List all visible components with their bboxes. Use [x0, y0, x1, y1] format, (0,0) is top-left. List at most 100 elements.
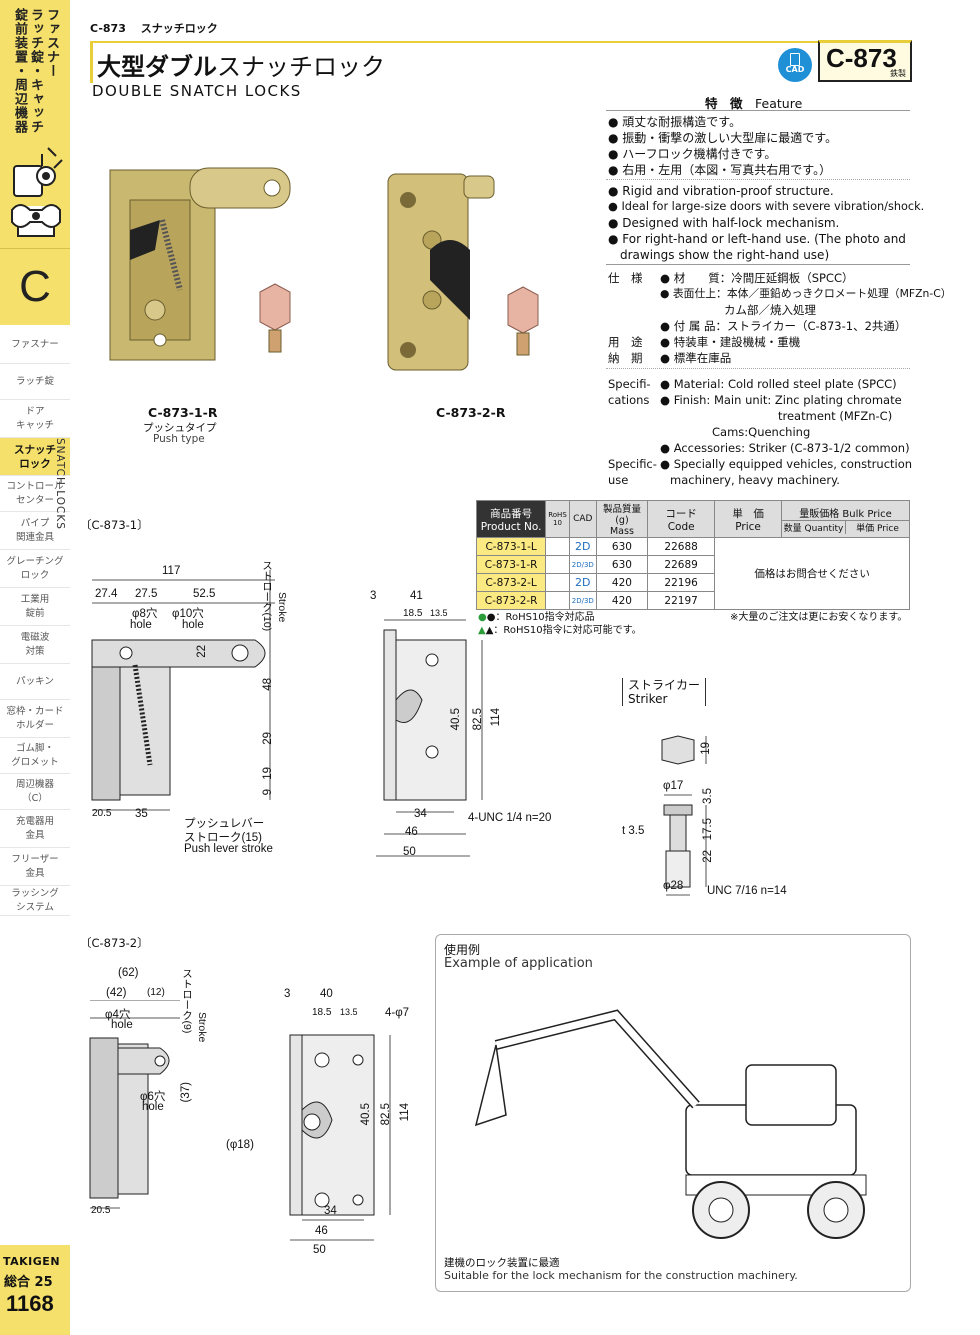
side-dim-13-5: 13.5 — [430, 608, 448, 618]
d2-stroke-9: ストローク(9) — [181, 968, 193, 1034]
bulk-note: ※大量のご注文は更にお安くなります。 — [730, 612, 908, 623]
d2-side-dim-114: 114 — [399, 1103, 411, 1122]
cell-product: C-873-1-R — [475, 555, 547, 574]
application-panel: 使用例 Example of application 建機のロック装置に最適 S… — [435, 934, 911, 1292]
striker-dim-3-5: 3.5 — [702, 788, 714, 804]
sidebar-item-0[interactable]: ファスナー — [0, 326, 70, 364]
sidebar-item-9[interactable]: パッキン — [0, 664, 70, 700]
use-label-jp: 用 途 — [608, 335, 643, 349]
spec-finish-jp: ● 表面仕上：本体／亜鉛めっきクロメート処理（MFZn-C） — [660, 287, 952, 300]
push-lever-jp: プッシュレバー — [184, 818, 265, 830]
push-lever-stroke-en: Push lever stroke — [184, 843, 273, 855]
feature-en-1: ● Rigid and vibration-proof structure. — [608, 184, 834, 198]
cell-rohs — [545, 573, 570, 592]
d2-dim-42: (42) — [106, 987, 127, 999]
feature-en-2: ● Ideal for large-size doors with severe… — [608, 200, 925, 213]
side-dim-18-5: 18.5 — [403, 608, 423, 619]
feature-jp-4: ● 右用・左用（本図・写真共右用です。） — [608, 163, 832, 177]
sidebar-item-label: ラッシング — [11, 887, 59, 899]
cell-code: 22688 — [647, 537, 716, 556]
title-bold: 大型ダブル — [97, 53, 217, 81]
sidebar-item-1[interactable]: ラッチ錠 — [0, 364, 70, 400]
page-number: 1168 — [6, 1291, 54, 1316]
sidebar-item-6[interactable]: グレーチングロック — [0, 550, 70, 588]
feature-heading-en: Feature — [755, 96, 803, 111]
spec-finish2-jp: カム部／焼入処理 — [724, 303, 816, 317]
category-title-2: ラッチ錠・キャッチ — [28, 8, 43, 134]
cell-rohs — [545, 537, 570, 556]
d2-dim-20-5: 20.5 — [91, 1205, 111, 1216]
side-dim-40-5: 40.5 — [450, 708, 462, 731]
sidebar-item-label: フリーザー — [11, 853, 59, 865]
feature-list-jp: ● 頑丈な耐振構造です。 ● 振動・衝撃の激しい大型扉に最適です。 ● ハーフロ… — [608, 114, 912, 178]
document-icon — [790, 53, 800, 66]
striker-dim-t3-5: t 3.5 — [622, 825, 645, 837]
sidebar-item-2[interactable]: ドアキャッチ — [0, 400, 70, 438]
sidebar-item-14[interactable]: フリーザー金具 — [0, 848, 70, 886]
cell-product: C-873-2-R — [475, 591, 547, 610]
spec-rule — [606, 264, 910, 265]
side-dim-41: 41 — [410, 590, 423, 602]
rohs-note-2: ▲▲：RoHS10指令に対応可能です。 — [478, 625, 642, 636]
sidebar-item-5[interactable]: パイプ関連金具 — [0, 512, 70, 550]
feature-rule — [606, 110, 910, 111]
cell-cad: 2D/3D — [568, 591, 597, 610]
sidebar-item-4[interactable]: コントロールセンター — [0, 476, 70, 512]
cell-mass: 630 — [595, 555, 649, 574]
sidebar-item-label: センター — [15, 494, 54, 506]
model-box: C-873 鉄製 — [818, 40, 912, 82]
spec-finish2-en: treatment (MFZn-C) — [778, 409, 893, 423]
cell-cad: 2D — [568, 573, 597, 592]
d2-side-holes: 4-φ7 — [385, 1007, 410, 1019]
sidebar-item-3[interactable]: スナッチロック — [0, 438, 70, 476]
striker-dim-phi28: φ28 — [663, 880, 684, 892]
spec-finish3-en: Cams:Quenching — [712, 425, 811, 439]
spec-finish-en: ● Finish: Main unit: Zinc plating chroma… — [660, 393, 902, 407]
application-heading-en: Example of application — [444, 956, 593, 971]
application-caption-en: Suitable for the lock mechanism for the … — [444, 1269, 798, 1282]
title-block: 大型ダブルスナッチロック — [90, 43, 820, 83]
section-letter: C — [0, 248, 70, 324]
sidebar-item-11[interactable]: ゴム脚・グロメット — [0, 738, 70, 774]
d2-side-dim-18-5: 18.5 — [312, 1007, 332, 1018]
sidebar-item-15[interactable]: ラッシングシステム — [0, 886, 70, 916]
photo1-code: C-873-1-R — [148, 405, 218, 420]
spec-divider — [606, 368, 910, 369]
sidebar-item-7[interactable]: 工業用錠前 — [0, 588, 70, 626]
use2-en: machinery, heavy machinery. — [670, 473, 840, 487]
sidebar-item-label: キャッチ — [15, 419, 54, 431]
feature-en-5: drawings show the right-hand use) — [620, 248, 830, 262]
title-rest: スナッチロック — [217, 53, 385, 81]
stroke-en: Stroke — [276, 592, 288, 623]
sidebar-item-10[interactable]: 窓枠・カードホルダー — [0, 700, 70, 738]
photo1-type-jp: プッシュタイプ — [143, 422, 217, 434]
side-dim-50: 50 — [403, 846, 416, 858]
sidebar-item-8[interactable]: 電磁波対策 — [0, 626, 70, 664]
sidebar-item-13[interactable]: 充電器用金具 — [0, 810, 70, 848]
catalog-label: 総合 25 — [4, 1275, 53, 1290]
d2-hole-4: φ4穴 — [105, 1009, 131, 1021]
striker-photo-1 — [259, 283, 291, 353]
product-photo-c873-1 — [109, 167, 291, 361]
d2-side-dim-50: 50 — [313, 1244, 326, 1256]
snatch-locks-vertical-label: SNATCH LOCKS — [54, 438, 66, 530]
title-english: DOUBLE SNATCH LOCKS — [92, 82, 302, 100]
drawing1-side — [376, 619, 483, 857]
breadcrumb-code: C-873 — [90, 22, 126, 35]
model-number: C-873 — [826, 43, 897, 73]
application-heading-jp: 使用例 — [444, 943, 481, 957]
drawing1-label: 〔C-873-1〕 — [80, 518, 149, 532]
title-rule — [90, 41, 912, 43]
sidebar-item-label: 窓枠・カード — [6, 705, 64, 717]
sidebar-item-12[interactable]: 周辺機器（C） — [0, 774, 70, 810]
d2-side-dim-3: 3 — [284, 988, 291, 1000]
cell-rohs — [545, 591, 570, 610]
use-label-en: Specific- use — [608, 457, 657, 487]
striker-photo-2 — [507, 286, 539, 356]
cad-badge[interactable]: CAD — [778, 48, 812, 82]
category-sidebar: ファスナー ラッチ錠・キャッチ 錠前装置・周辺機器 C ファスナーラッチ錠ドアキ… — [0, 0, 70, 1335]
product-photo-c873-2 — [387, 173, 495, 371]
